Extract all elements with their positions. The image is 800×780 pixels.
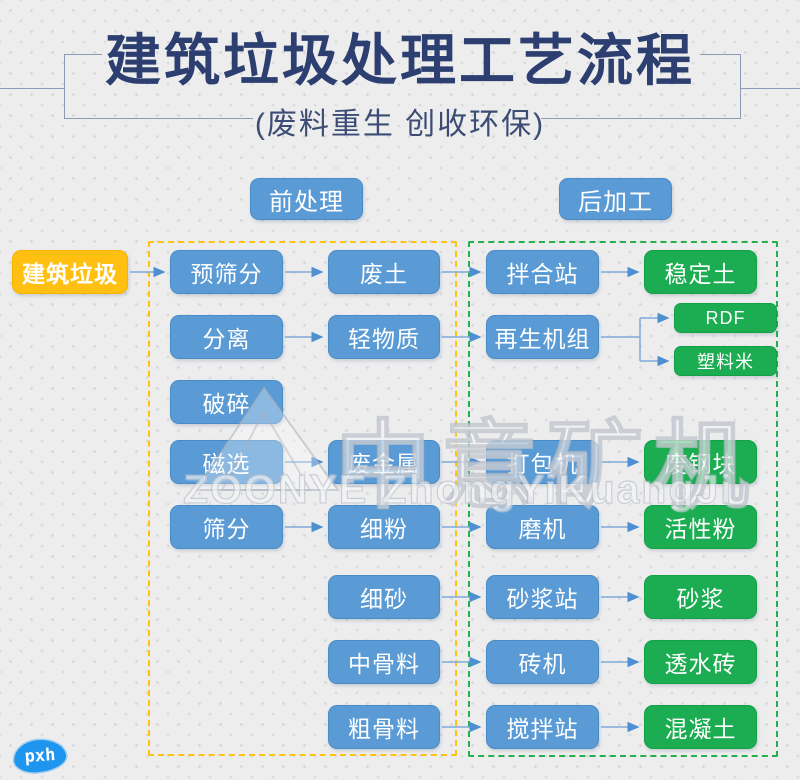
node-crushing: 破碎 bbox=[170, 380, 283, 424]
node-baler: 打包机 bbox=[486, 440, 599, 484]
page-title: 建筑垃圾处理工艺流程 bbox=[105, 29, 695, 92]
deco-line bbox=[541, 118, 740, 119]
pre-processing-zone-border bbox=[148, 241, 457, 756]
node-rdf: RDF bbox=[674, 303, 777, 333]
node-fine-powder: 细粉 bbox=[328, 505, 440, 549]
node-grinding-mill: 磨机 bbox=[486, 505, 599, 549]
node-stabilized-soil: 稳定土 bbox=[644, 250, 757, 294]
page-subtitle: (废料重生 创收环保) bbox=[254, 108, 546, 141]
deco-line bbox=[64, 118, 253, 119]
node-mortar: 砂浆 bbox=[644, 575, 757, 619]
deco-line bbox=[740, 54, 741, 119]
node-scrap-steel-block: 废钢块 bbox=[644, 440, 757, 484]
node-concrete: 混凝土 bbox=[644, 705, 757, 749]
node-plastic-pellets: 塑料米 bbox=[674, 346, 777, 376]
node-scrap-metal: 废金属 bbox=[328, 440, 440, 484]
node-screening: 筛分 bbox=[170, 505, 283, 549]
node-waste-soil: 废土 bbox=[328, 250, 440, 294]
node-medium-aggregate: 中骨料 bbox=[328, 640, 440, 684]
node-magnetic-separation: 磁选 bbox=[170, 440, 283, 484]
deco-line bbox=[64, 54, 65, 119]
node-mortar-station: 砂浆站 bbox=[486, 575, 599, 619]
node-construction-waste: 建筑垃圾 bbox=[12, 250, 128, 294]
node-light-material: 轻物质 bbox=[328, 315, 440, 359]
node-coarse-aggregate: 粗骨料 bbox=[328, 705, 440, 749]
node-mixing-plant: 搅拌站 bbox=[486, 705, 599, 749]
node-permeable-brick: 透水砖 bbox=[644, 640, 757, 684]
node-mixing-station: 拌合站 bbox=[486, 250, 599, 294]
node-active-powder: 活性粉 bbox=[644, 505, 757, 549]
node-brick-machine: 砖机 bbox=[486, 640, 599, 684]
deco-line bbox=[0, 88, 64, 89]
deco-line bbox=[700, 54, 740, 55]
post-processing-zone-border bbox=[468, 241, 778, 757]
section-post-processing: 后加工 bbox=[559, 178, 672, 220]
node-fine-sand: 细砂 bbox=[328, 575, 440, 619]
node-pre-screening: 预筛分 bbox=[170, 250, 283, 294]
deco-line bbox=[64, 54, 102, 55]
node-regeneration-unit: 再生机组 bbox=[486, 315, 599, 359]
section-pre-processing: 前处理 bbox=[250, 178, 363, 220]
deco-line bbox=[740, 88, 800, 89]
node-separation: 分离 bbox=[170, 315, 283, 359]
